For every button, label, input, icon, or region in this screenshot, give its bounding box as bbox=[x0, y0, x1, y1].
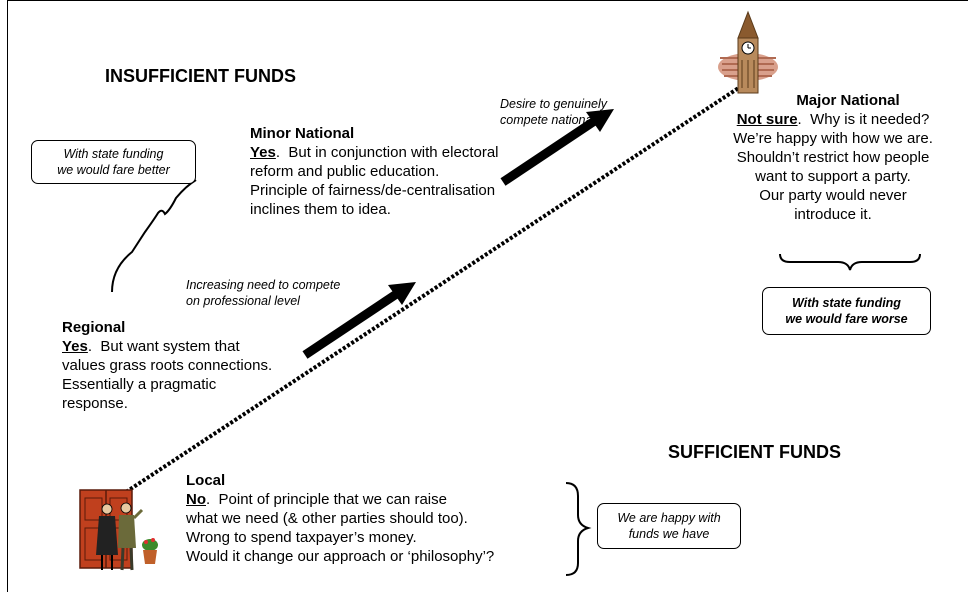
national-arrow bbox=[500, 109, 614, 186]
major-brace bbox=[779, 253, 921, 271]
local-line-2: what we need (& other parties should too… bbox=[186, 510, 468, 527]
national-arrow-note: Desire to genuinely compete nationally bbox=[500, 96, 607, 128]
professional-arrow-note: Increasing need to compete on profession… bbox=[186, 277, 340, 309]
regional-line-4: response. bbox=[62, 395, 128, 412]
local-title: Local bbox=[186, 472, 226, 489]
local-answer: No bbox=[186, 491, 206, 508]
professional-note-line-2: on professional level bbox=[186, 294, 300, 308]
local-line-1: Point of principle that we can raise bbox=[218, 491, 447, 508]
major-national-line-2: We’re happy with how we are. bbox=[733, 130, 933, 147]
slide-frame bbox=[7, 0, 968, 592]
local-brace bbox=[565, 482, 592, 576]
minor-national-line-2: reform and public education. bbox=[250, 163, 440, 180]
national-note-line-2: compete nationally bbox=[500, 113, 605, 127]
fare-better-line-1: With state funding bbox=[63, 147, 164, 161]
regional-title: Regional bbox=[62, 319, 126, 336]
regional-brace bbox=[111, 179, 197, 293]
professional-note-line-1: Increasing need to compete bbox=[186, 278, 341, 292]
regional-block: Regional Yes. But want system that value… bbox=[62, 318, 272, 413]
minor-national-line-1: But in conjunction with electoral bbox=[288, 144, 499, 161]
major-national-title: Major National bbox=[796, 92, 900, 109]
big-ben-icon bbox=[718, 10, 778, 94]
happy-funds-box: We are happy with funds we have bbox=[597, 503, 741, 549]
major-national-line-1: Why is it needed? bbox=[810, 111, 930, 128]
minor-national-title: Minor National bbox=[250, 125, 355, 142]
major-national-line-5: Our party would never bbox=[759, 187, 907, 204]
happy-funds-line-2: funds we have bbox=[628, 527, 710, 541]
minor-national-line-4: inclines them to idea. bbox=[250, 201, 391, 218]
local-block: Local No. Point of principle that we can… bbox=[186, 471, 494, 566]
progression-dotted-line bbox=[124, 85, 742, 494]
fare-worse-box: With state funding we would fare worse bbox=[762, 287, 931, 335]
local-line-3: Wrong to spend taxpayer’s money. bbox=[186, 529, 417, 546]
fare-better-line-2: we would fare better bbox=[57, 163, 170, 177]
minor-national-line-3: Principle of fairness/de-centralisation bbox=[250, 182, 496, 199]
minor-national-answer: Yes bbox=[250, 144, 276, 161]
fare-worse-line-1: With state funding bbox=[792, 296, 901, 310]
regional-line-2: values grass roots connections. bbox=[62, 357, 273, 374]
happy-funds-line-1: We are happy with bbox=[617, 511, 721, 525]
regional-first-line: Yes. But want system that bbox=[62, 338, 240, 355]
regional-line-3: Essentially a pragmatic bbox=[62, 376, 217, 393]
minor-national-block: Minor National Yes. But in conjunction w… bbox=[250, 124, 499, 219]
doorway-people-icon bbox=[79, 489, 158, 571]
insufficient-funds-heading: INSUFFICIENT FUNDS bbox=[105, 66, 296, 86]
professional-arrow bbox=[302, 282, 416, 359]
major-national-answer: Not sure bbox=[736, 111, 798, 128]
major-national-line-6: introduce it. bbox=[794, 206, 872, 223]
fare-better-box: With state funding we would fare better bbox=[31, 140, 196, 184]
minor-national-first-line: Yes. But in conjunction with electoral bbox=[250, 144, 499, 161]
national-note-line-1: Desire to genuinely bbox=[500, 97, 608, 111]
fare-worse-line-2: we would fare worse bbox=[785, 312, 908, 326]
major-national-line-4: want to support a party. bbox=[755, 168, 911, 185]
local-first-line: No. Point of principle that we can raise bbox=[186, 491, 447, 508]
local-line-4: Would it change our approach or ‘philoso… bbox=[186, 548, 495, 565]
major-national-block: Major National Not sure. Why is it neede… bbox=[688, 91, 969, 224]
regional-line-1: But want system that bbox=[100, 338, 240, 355]
major-national-line-3: Shouldn’t restrict how people bbox=[736, 149, 930, 166]
sufficient-funds-heading: SUFFICIENT FUNDS bbox=[668, 442, 841, 462]
major-national-first-line: Not sure. Why is it needed? bbox=[736, 111, 930, 128]
regional-answer: Yes bbox=[62, 338, 88, 355]
